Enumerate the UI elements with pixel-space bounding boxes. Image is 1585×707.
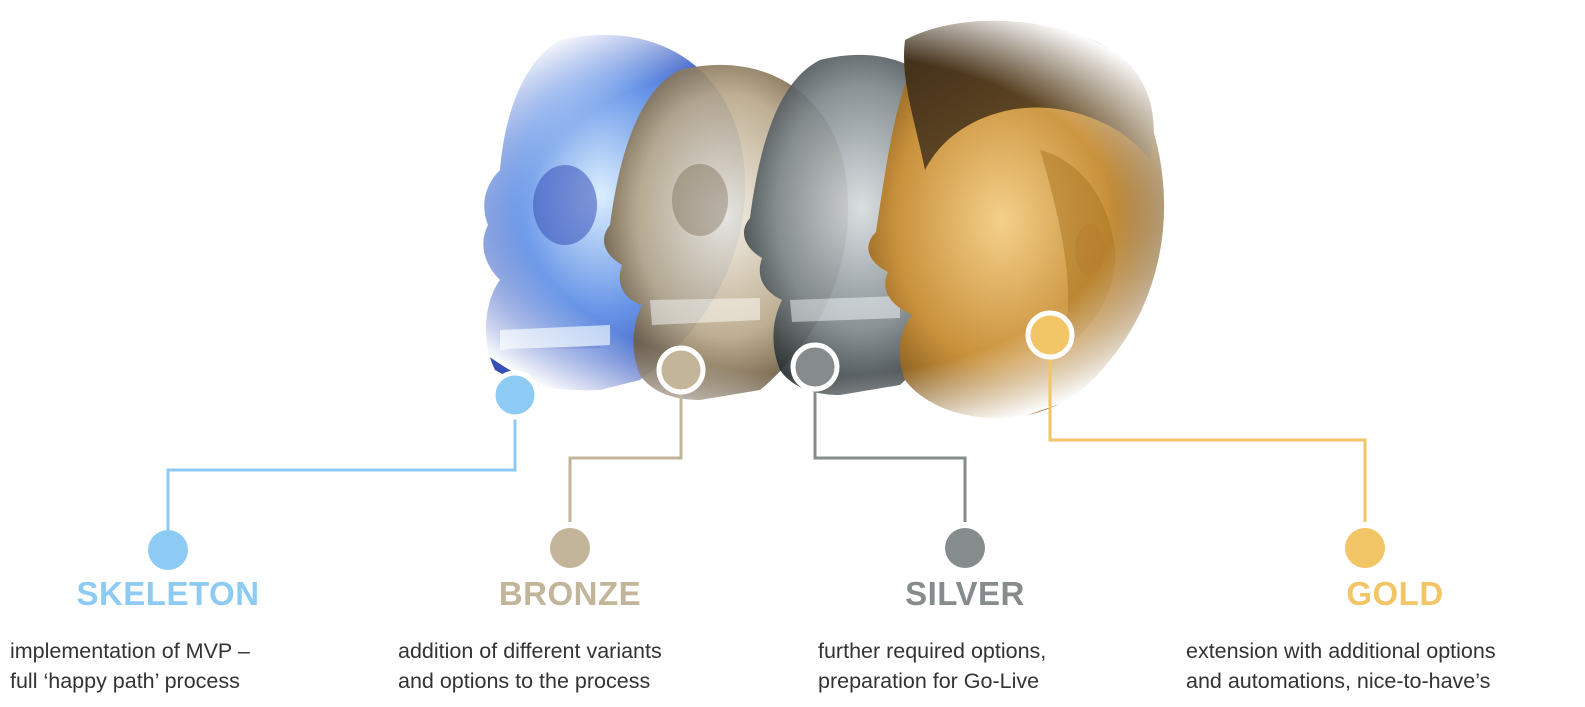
- tier-description: further required options, preparation fo…: [818, 636, 1218, 696]
- skeleton-connector-line: [168, 395, 515, 530]
- tier-title: BRONZE: [410, 575, 730, 613]
- skeleton-dot: [148, 530, 188, 570]
- gold-head-marker: [1028, 313, 1072, 357]
- skeleton-head-marker: [493, 373, 537, 417]
- tier-title: SILVER: [805, 575, 1125, 613]
- tier-description: addition of different variants and optio…: [398, 636, 798, 696]
- bronze-dot: [550, 528, 590, 568]
- tier-title: GOLD: [1235, 575, 1555, 613]
- silver-dot: [945, 528, 985, 568]
- silver-head-marker: [793, 345, 837, 389]
- gold-dot: [1345, 528, 1385, 568]
- tier-description: extension with additional options and au…: [1186, 636, 1585, 696]
- bronze-head-marker: [659, 348, 703, 392]
- tier-title: SKELETON: [8, 575, 328, 613]
- tier-description: implementation of MVP – full ‘happy path…: [10, 636, 410, 696]
